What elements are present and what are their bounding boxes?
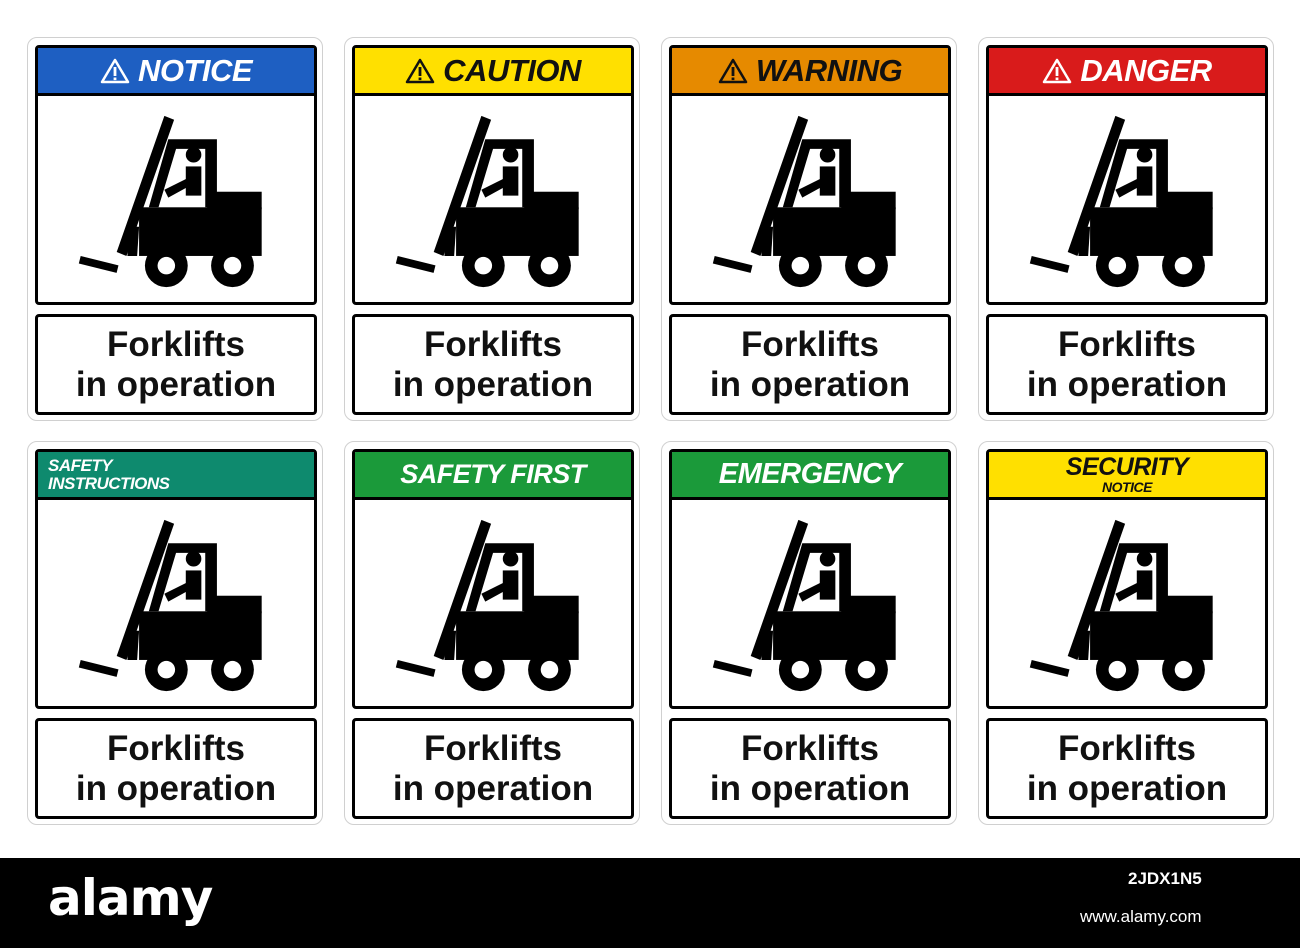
forklift-icon <box>1029 519 1213 692</box>
sign-header: SECURITY NOTICE <box>989 452 1265 500</box>
sign-security-notice: SECURITY NOTICE Forklifts in operation <box>978 441 1274 825</box>
sign-header: DANGER <box>989 48 1265 96</box>
sign-symbol-panel: SECURITY NOTICE <box>986 449 1268 709</box>
forklift-icon <box>78 115 262 288</box>
forklift-icon <box>712 519 896 692</box>
sign-text-line1: Forklifts <box>1057 324 1197 364</box>
sign-header-subtitle: NOTICE <box>1102 479 1152 495</box>
sign-symbol-panel: SAFETY INSTRUCTIONS <box>35 449 317 709</box>
sign-text-panel: Forklifts in operation <box>35 718 317 819</box>
sign-header: SAFETY INSTRUCTIONS <box>38 452 314 500</box>
sign-text-line2: in operation <box>709 364 911 404</box>
warning-triangle-icon <box>100 58 130 84</box>
sign-symbol-panel: NOTICE <box>35 45 317 305</box>
sign-header-title: SECURITY <box>1065 453 1189 481</box>
sign-header-title: CAUTION <box>443 52 581 88</box>
sign-header-title: SAFETY <box>48 455 113 475</box>
forklift-icon <box>395 115 579 288</box>
sign-header-title: NOTICE <box>137 52 253 88</box>
sign-warning: WARNING Forklifts in operation <box>661 37 957 421</box>
sign-emergency: EMERGENCY Forklifts in operation <box>661 441 957 825</box>
sign-text-line2: in operation <box>75 364 277 404</box>
watermark-bar <box>0 858 1300 948</box>
sign-text-line2: in operation <box>392 364 594 404</box>
sign-text-line2: in operation <box>1026 768 1228 808</box>
stock-image-id: 2JDX1N5 <box>1128 869 1202 888</box>
sign-symbol-panel: CAUTION <box>352 45 634 305</box>
sign-header: EMERGENCY <box>672 452 948 500</box>
sign-text-panel: Forklifts in operation <box>669 314 951 415</box>
sign-header: WARNING <box>672 48 948 96</box>
sign-symbol-panel: DANGER <box>986 45 1268 305</box>
sign-text-line1: Forklifts <box>423 728 563 768</box>
sign-text-panel: Forklifts in operation <box>352 718 634 819</box>
forklift-icon <box>78 519 262 692</box>
sign-header: CAUTION <box>355 48 631 96</box>
sign-text-line1: Forklifts <box>106 728 246 768</box>
sign-header-subtitle: INSTRUCTIONS <box>48 473 170 493</box>
sign-danger: DANGER Forklifts in operation <box>978 37 1274 421</box>
sign-caution: CAUTION Forklifts in operation <box>344 37 640 421</box>
sign-notice: NOTICE Forklifts in operation <box>27 37 323 421</box>
sign-text-line2: in operation <box>709 768 911 808</box>
alamy-logo: alamy <box>48 869 213 927</box>
sign-symbol-panel: EMERGENCY <box>669 449 951 709</box>
sign-text-line1: Forklifts <box>106 324 246 364</box>
forklift-icon <box>395 519 579 692</box>
sign-header: NOTICE <box>38 48 314 96</box>
sign-safety-first: SAFETY FIRST Forklifts in operation <box>344 441 640 825</box>
sign-text-line1: Forklifts <box>1057 728 1197 768</box>
sign-text-line1: Forklifts <box>740 728 880 768</box>
stock-url: www.alamy.com <box>1080 907 1202 926</box>
sign-text-panel: Forklifts in operation <box>352 314 634 415</box>
sign-text-line1: Forklifts <box>423 324 563 364</box>
sign-text-line2: in operation <box>75 768 277 808</box>
sign-header-title: EMERGENCY <box>718 458 902 490</box>
sign-text-line2: in operation <box>1026 364 1228 404</box>
sign-header: SAFETY FIRST <box>355 452 631 500</box>
sign-text-panel: Forklifts in operation <box>669 718 951 819</box>
sign-text-panel: Forklifts in operation <box>986 718 1268 819</box>
warning-triangle-icon <box>1042 58 1072 84</box>
sign-header-title: DANGER <box>1080 52 1212 88</box>
sign-text-panel: Forklifts in operation <box>35 314 317 415</box>
forklift-icon <box>712 115 896 288</box>
forklift-icon <box>1029 115 1213 288</box>
sign-text-line1: Forklifts <box>740 324 880 364</box>
warning-triangle-icon <box>405 58 435 84</box>
sign-safety-instructions: SAFETY INSTRUCTIONS Forklifts in operati… <box>27 441 323 825</box>
sign-text-line2: in operation <box>392 768 594 808</box>
warning-triangle-icon <box>718 58 748 84</box>
sign-symbol-panel: SAFETY FIRST <box>352 449 634 709</box>
sign-text-panel: Forklifts in operation <box>986 314 1268 415</box>
sign-symbol-panel: WARNING <box>669 45 951 305</box>
sign-header-title: SAFETY FIRST <box>400 459 586 489</box>
sign-header-title: WARNING <box>755 52 903 88</box>
